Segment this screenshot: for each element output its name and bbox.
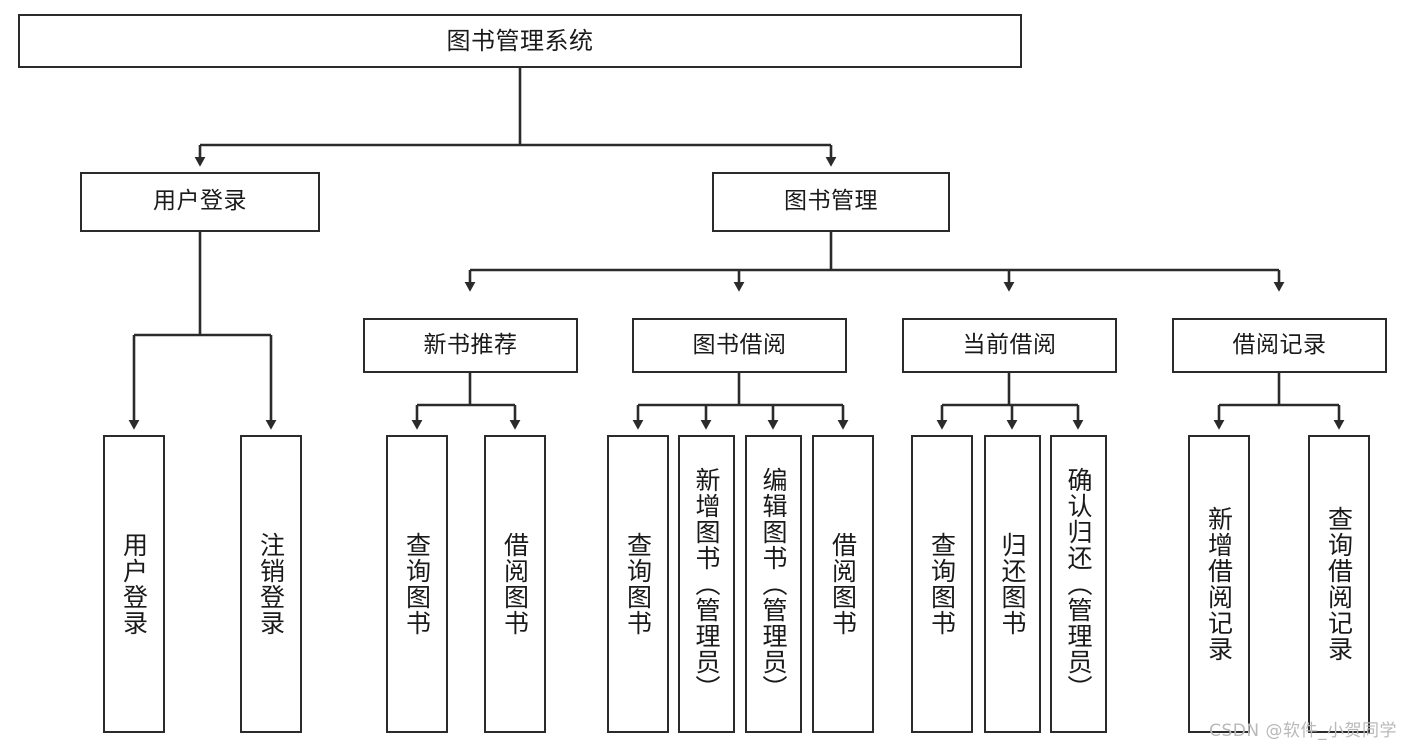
node-book-borrow[interactable]: 图书借阅 [632, 318, 847, 373]
node-borrow-record[interactable]: 借阅记录 [1172, 318, 1387, 373]
node-book-manage[interactable]: 图书管理 [712, 172, 950, 232]
node-leaf-query-book-3-label: 查询图书 [927, 532, 957, 636]
node-leaf-query-record[interactable]: 查询借阅记录 [1308, 435, 1370, 733]
node-root[interactable]: 图书管理系统 [18, 14, 1022, 68]
node-leaf-add-book-label: 新增图书（管理员） [692, 467, 721, 701]
node-user-login-label: 用户登录 [153, 188, 247, 215]
node-leaf-add-record-label: 新增借阅记录 [1204, 506, 1234, 662]
node-leaf-logout-label: 注销登录 [256, 532, 286, 636]
node-leaf-return-book-label: 归还图书 [998, 532, 1027, 636]
node-leaf-query-record-label: 查询借阅记录 [1324, 506, 1354, 662]
node-current-borrow[interactable]: 当前借阅 [902, 318, 1117, 373]
node-leaf-borrow-book-1[interactable]: 借阅图书 [484, 435, 546, 733]
node-leaf-query-book-1-label: 查询图书 [402, 532, 432, 636]
node-book-borrow-label: 图书借阅 [692, 331, 787, 358]
node-borrow-record-label: 借阅记录 [1232, 331, 1327, 358]
node-user-login[interactable]: 用户登录 [80, 172, 320, 232]
node-leaf-query-book-1[interactable]: 查询图书 [386, 435, 448, 733]
node-book-manage-label: 图书管理 [784, 188, 878, 215]
node-leaf-logout[interactable]: 注销登录 [240, 435, 302, 733]
node-leaf-edit-book[interactable]: 编辑图书（管理员） [745, 435, 802, 733]
node-new-book-rec[interactable]: 新书推荐 [363, 318, 578, 373]
node-leaf-query-book-3[interactable]: 查询图书 [911, 435, 973, 733]
node-leaf-user-login-label: 用户登录 [119, 532, 149, 636]
node-leaf-borrow-book-2[interactable]: 借阅图书 [812, 435, 874, 733]
node-leaf-add-book[interactable]: 新增图书（管理员） [678, 435, 735, 733]
node-current-borrow-label: 当前借阅 [962, 331, 1057, 358]
node-leaf-query-book-2[interactable]: 查询图书 [607, 435, 669, 733]
node-leaf-borrow-book-1-label: 借阅图书 [500, 532, 530, 636]
node-leaf-return-book[interactable]: 归还图书 [984, 435, 1041, 733]
node-leaf-add-record[interactable]: 新增借阅记录 [1188, 435, 1250, 733]
node-root-label: 图书管理系统 [446, 26, 594, 55]
node-leaf-confirm-return[interactable]: 确认归还（管理员） [1050, 435, 1107, 733]
node-leaf-user-login[interactable]: 用户登录 [103, 435, 165, 733]
node-leaf-query-book-2-label: 查询图书 [623, 532, 653, 636]
node-new-book-rec-label: 新书推荐 [423, 331, 518, 358]
watermark: CSDN @软件_小贺同学 [1209, 721, 1397, 741]
node-leaf-confirm-return-label: 确认归还（管理员） [1064, 467, 1093, 701]
node-leaf-edit-book-label: 编辑图书（管理员） [759, 467, 788, 701]
node-leaf-borrow-book-2-label: 借阅图书 [828, 532, 858, 636]
